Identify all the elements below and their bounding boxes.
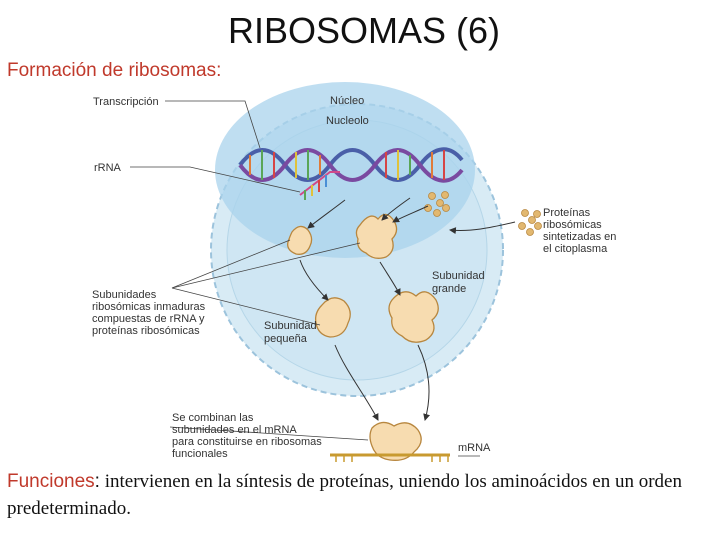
small-subunit	[314, 297, 351, 338]
label-mrna: mRNA	[458, 442, 491, 454]
label-combinan-1: Se combinan las	[172, 412, 254, 424]
functions-heading: Funciones	[7, 471, 95, 492]
functional-ribosome	[369, 421, 422, 461]
large-subunit	[388, 291, 439, 343]
functions-text: intervienen en la síntesis de proteínas,…	[7, 471, 682, 519]
label-proteinas-1: Proteínas	[543, 207, 591, 219]
nucleolus	[215, 82, 475, 258]
mrna-ticks	[335, 455, 449, 462]
label-subunidad-grande-1: Subunidad	[432, 270, 485, 282]
functions-colon: :	[94, 471, 100, 492]
label-nucleo: Núcleo	[330, 95, 364, 107]
rrna-strand	[299, 171, 340, 200]
arrows	[299, 197, 516, 421]
label-subunidad-pequena-2: pequeña	[264, 333, 308, 345]
label-proteinas-3: sintetizadas en	[543, 231, 616, 243]
label-rrna: rRNA	[94, 162, 122, 174]
label-combinan-4: funcionales	[172, 448, 228, 460]
functions-paragraph: Funciones: intervienen en la síntesis de…	[7, 468, 722, 522]
label-transcripcion: Transcripción	[93, 96, 159, 108]
label-inmaduras-1: Subunidades	[92, 289, 157, 301]
leader-lines	[130, 100, 480, 457]
label-combinan-3: para constituirse en ribosomas	[172, 436, 322, 448]
nuclear-protein-dots	[424, 191, 450, 217]
label-combinan-2: subunidades en el mRNA	[172, 424, 297, 436]
label-subunidad-pequena-1: Subunidad	[264, 320, 317, 332]
label-proteinas-4: el citoplasma	[543, 243, 608, 255]
immature-large-subunit	[355, 213, 398, 259]
slide-title: RIBOSOMAS (6)	[227, 10, 501, 51]
cytoplasm-protein-dots	[518, 209, 542, 236]
label-nucleolo: Nucleolo	[326, 115, 369, 127]
slide-subtitle: Formación de ribosomas:	[7, 60, 222, 81]
label-inmaduras-3: compuestas de rRNA y	[92, 313, 205, 325]
dna-helix	[238, 147, 464, 183]
label-proteinas-2: ribosómicas	[543, 219, 602, 231]
label-inmaduras-2: ribosómicas inmaduras	[92, 301, 206, 313]
label-inmaduras-4: proteínas ribosómicas	[92, 325, 200, 337]
label-subunidad-grande-2: grande	[432, 283, 466, 295]
